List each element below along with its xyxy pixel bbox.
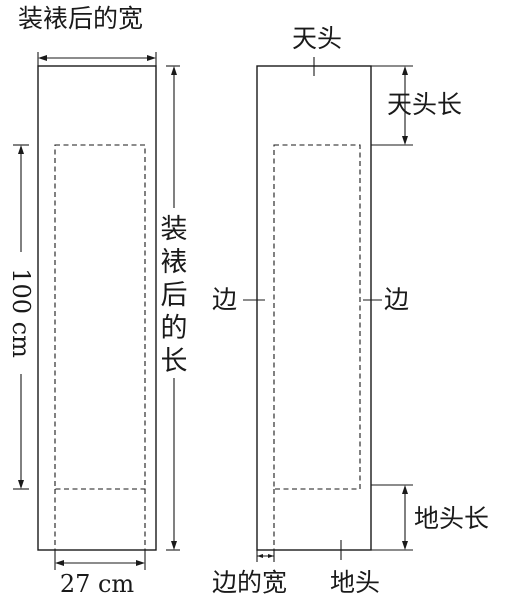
core-height-arrow-top bbox=[18, 145, 24, 154]
left-height-arrow-top bbox=[171, 66, 177, 75]
bottom-length-arrow-top bbox=[402, 485, 408, 494]
left-height-arrow-bottom bbox=[171, 541, 177, 550]
ditou-label: 地头 bbox=[330, 568, 380, 597]
border-width-arrow-right bbox=[268, 554, 274, 558]
left-core-dashed-rect bbox=[54, 144, 146, 490]
core-height-label: 100 cm bbox=[7, 268, 35, 358]
top-length-arrow-bottom bbox=[402, 136, 408, 145]
bottom-length-label: 地头长 bbox=[414, 504, 489, 533]
left-width-arrow-left bbox=[38, 55, 47, 61]
core-height-arrow-bottom bbox=[18, 480, 24, 489]
core-width-arrow-right bbox=[136, 560, 145, 566]
right-border-label: 边 bbox=[384, 285, 409, 314]
top-length-label: 天头长 bbox=[387, 90, 462, 119]
border-width-arrow-left bbox=[257, 554, 263, 558]
left-width-label: 装裱后的宽 bbox=[18, 4, 143, 33]
left-height-char-4: 的 bbox=[161, 313, 188, 344]
border-width-label: 边的宽 bbox=[212, 568, 287, 597]
core-width-arrow-left bbox=[55, 560, 64, 566]
left-outer-rect bbox=[37, 65, 157, 551]
left-height-char-1: 装 bbox=[161, 214, 188, 245]
left-border-label: 边 bbox=[212, 285, 237, 314]
bottom-length-arrow-bottom bbox=[402, 541, 408, 550]
left-width-arrow-right bbox=[147, 55, 156, 61]
right-core-dashed-rect bbox=[273, 144, 361, 490]
core-width-label: 27 cm bbox=[60, 570, 135, 598]
top-length-arrow-top bbox=[402, 66, 408, 75]
left-height-char-2: 裱 bbox=[161, 247, 188, 278]
left-height-char-5: 长 bbox=[161, 346, 188, 377]
tianton-label: 天头 bbox=[292, 24, 342, 53]
left-height-char-3: 后 bbox=[161, 280, 188, 311]
left-mounted-scroll: 装裱后的宽 装 裱 后 的 长 100 cm 27 cm bbox=[7, 4, 188, 598]
right-scroll-parts: 天头 天头长 边 边 地头长 边的宽 地头 bbox=[212, 24, 489, 597]
